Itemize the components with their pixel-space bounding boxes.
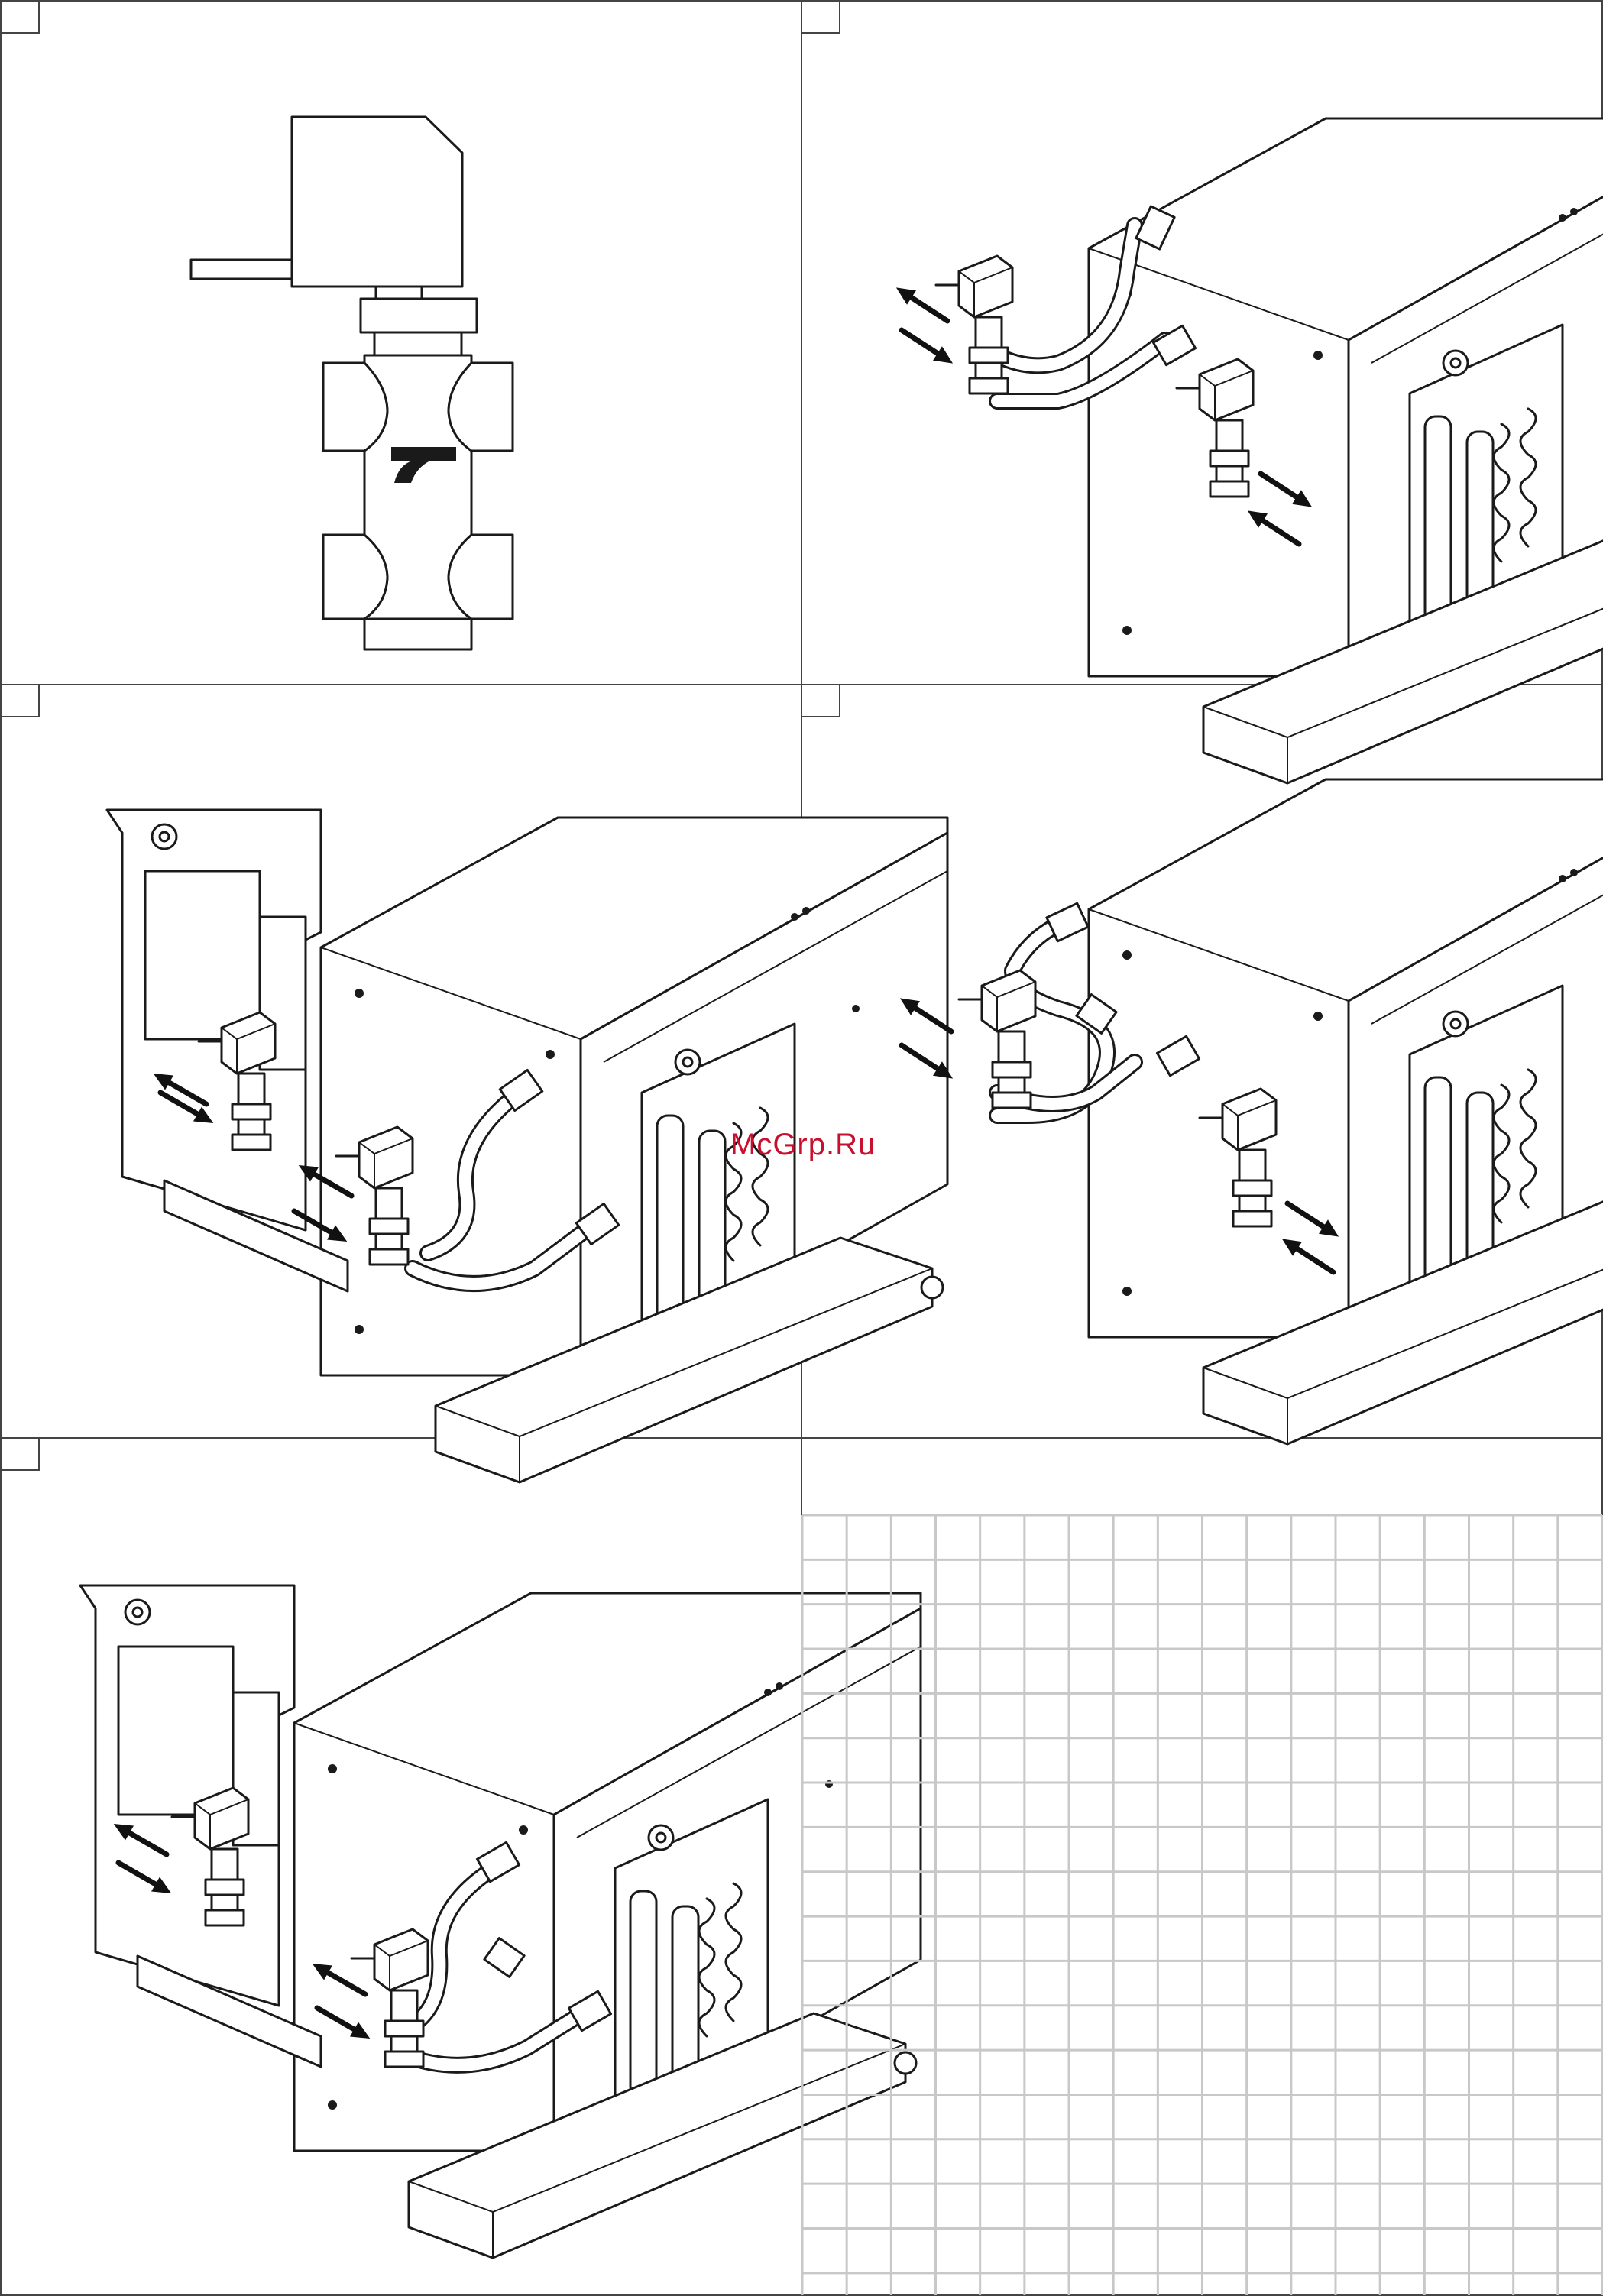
notes-grid bbox=[802, 1515, 1602, 2295]
panel-tab-1 bbox=[1, 1, 39, 33]
unit-view-2-drawing bbox=[936, 118, 1603, 783]
flow-arrow bbox=[892, 280, 952, 328]
panel-tab-4 bbox=[802, 685, 840, 717]
watermark-text: McGrp.Ru bbox=[730, 1128, 876, 1162]
unit-view-4-drawing bbox=[959, 779, 1603, 1444]
panel-tab-2 bbox=[802, 1, 840, 33]
flow-arrow bbox=[897, 323, 957, 371]
valve-detail-drawing bbox=[191, 117, 513, 649]
panel-tab-5 bbox=[1, 1438, 39, 1470]
unit-view-5-drawing bbox=[80, 1585, 921, 2258]
panel-tab-3 bbox=[1, 685, 39, 717]
